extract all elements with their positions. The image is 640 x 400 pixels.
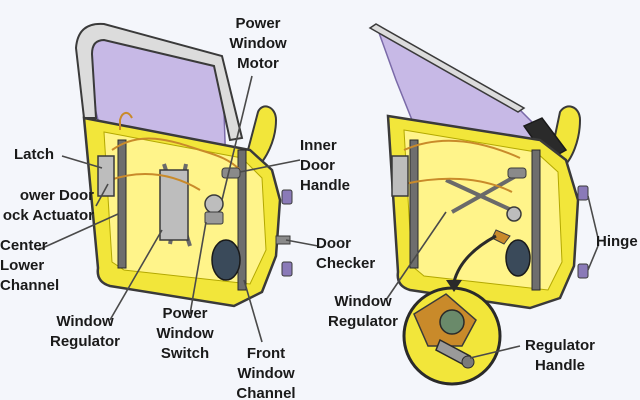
left-door-speaker <box>211 239 241 281</box>
left-power-window-switch <box>204 211 224 225</box>
leader-window-regulator-right <box>385 211 447 301</box>
right-window-frame <box>368 23 526 113</box>
inset-gear <box>439 309 465 335</box>
label-inner-door-handle: Inner Door Handle <box>300 137 351 194</box>
inset-arrow-head <box>446 280 462 292</box>
right-front-window-channel <box>531 149 541 291</box>
right-regulator-handle-small <box>491 229 511 245</box>
leader-window-regulator-left <box>109 229 163 321</box>
label-window-regulator-right: Window Regulator <box>327 293 398 330</box>
leader-front-window-channel <box>243 279 263 343</box>
label-regulator-handle: Regulator Handle <box>524 337 595 374</box>
left-inner-door-handle <box>221 167 241 179</box>
label-window-regulator-left: Window Regulator <box>49 313 120 350</box>
left-hinges <box>281 189 293 277</box>
regulator-handle-inset <box>402 286 502 386</box>
left-center-lower-channel <box>117 139 127 269</box>
left-door <box>74 22 293 308</box>
label-hinge: Hinge <box>596 233 638 250</box>
leader-power-window-switch <box>189 221 207 315</box>
leader-door-checker <box>285 239 319 247</box>
leader-power-door-lock-actuator <box>95 183 109 207</box>
leader-regulator-handle <box>469 345 521 359</box>
left-front-window-channel <box>237 149 247 291</box>
right-latch-mechanism <box>391 155 409 197</box>
label-center-lower-channel: Center Lower Channel <box>0 237 60 294</box>
right-regulator-gear <box>506 206 522 222</box>
leader-inner-door-handle <box>239 159 301 173</box>
leader-center-lower-channel <box>37 213 119 251</box>
label-front-window-channel: Front Window Channel <box>236 345 296 400</box>
leader-latch <box>61 155 103 169</box>
left-latch-mechanism <box>97 155 115 197</box>
label-power-door-lock-actuator: ower Door ock Actuator <box>2 187 94 224</box>
inset-arrow <box>452 234 497 283</box>
leader-hinge-bottom <box>587 245 599 271</box>
right-center-lower-channel <box>409 139 419 269</box>
right-cables <box>403 139 521 193</box>
leader-power-window-motor <box>221 75 253 201</box>
right-hinges <box>577 185 589 279</box>
left-window-frame <box>74 22 244 142</box>
left-cables <box>109 112 241 191</box>
label-door-checker: Door Checker <box>316 235 376 272</box>
leader-hinge-top <box>587 195 599 239</box>
left-power-window-motor <box>204 194 224 214</box>
inset-crank-knob <box>461 355 475 369</box>
label-latch: Latch <box>14 146 55 163</box>
right-inner-door-handle <box>507 167 527 179</box>
leader-lines <box>37 75 599 359</box>
label-power-window-motor: Power Window Motor <box>229 15 287 72</box>
right-window-regulator <box>445 174 521 216</box>
label-power-window-switch: Power Window Switch <box>156 305 214 362</box>
right-door-speaker <box>505 239 531 277</box>
right-door <box>368 23 589 310</box>
